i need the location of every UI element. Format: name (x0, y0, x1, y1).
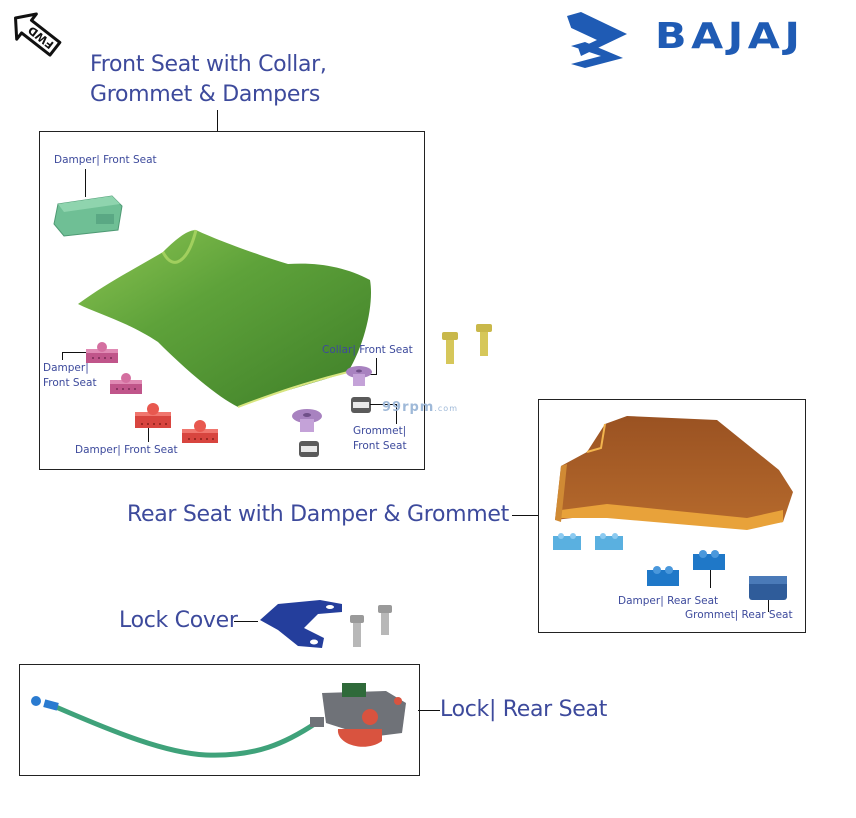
callout-collar-front-seat: Collar| Front Seat (322, 344, 413, 356)
collar-front-seat-part[interactable] (344, 364, 374, 388)
callout-line (710, 570, 711, 588)
bajaj-logo-icon (567, 12, 627, 68)
callout-line (85, 169, 86, 197)
lock-rear-seat-part[interactable] (26, 683, 416, 763)
damper-rear-seat-part[interactable] (691, 546, 727, 572)
callout-line (62, 352, 86, 353)
callout-text: Grommet| (353, 425, 407, 437)
rear-seat-part[interactable] (547, 410, 797, 534)
lock-cover-leader-line (234, 621, 258, 622)
callout-grommet-rear-seat: Grommet| Rear Seat (685, 609, 793, 621)
lock-cover-bolts-part[interactable] (348, 603, 396, 649)
damper-red-part[interactable] (180, 417, 220, 445)
callout-damper-rear-seat: Damper| Rear Seat (618, 595, 719, 607)
callout-damper-front-seat-bottom: Damper| Front Seat (75, 444, 178, 456)
watermark: 99rpm.com (382, 400, 458, 415)
callout-damper-front-seat-left: Damper| Front Seat (43, 361, 97, 391)
damper-rear-seat-part[interactable] (593, 530, 625, 552)
rear-seat-title: Rear Seat with Damper & Grommet (127, 502, 509, 527)
damper-rear-seat-part[interactable] (551, 530, 583, 552)
front-seat-title-line1: Front Seat with Collar, (90, 52, 327, 77)
front-seat-leader-line (217, 110, 218, 132)
callout-line (370, 404, 396, 405)
rear-seat-panel[interactable]: Damper| Rear Seat Grommet| Rear Seat (538, 399, 806, 633)
lock-leader-line (418, 710, 440, 711)
callout-damper-front-seat-top: Damper| Front Seat (54, 154, 157, 166)
callout-line (148, 428, 149, 442)
callout-line (62, 352, 63, 360)
front-seat-title-line2: Grommet & Dampers (90, 82, 320, 107)
lock-rear-seat-panel[interactable] (19, 664, 420, 776)
grommet-front-seat-part[interactable] (348, 394, 374, 416)
grommet-rear-seat-part[interactable] (747, 568, 789, 602)
forward-arrow-icon: FWD (14, 12, 62, 57)
brand-name: BAJAJ (655, 16, 805, 57)
damper-pink-part[interactable] (84, 339, 120, 365)
front-seat-title: Front Seat with Collar, Grommet & Damper… (90, 50, 327, 110)
front-seat-bolts-part[interactable] (440, 322, 500, 368)
damper-pink-part[interactable] (108, 370, 144, 396)
callout-text: Front Seat (353, 440, 407, 452)
fwd-direction-badge: FWD (6, 8, 66, 60)
grommet-front-seat-part[interactable] (296, 438, 322, 460)
callout-line (376, 358, 377, 374)
collar-front-seat-part[interactable] (290, 407, 324, 433)
damper-front-seat-part[interactable] (52, 190, 124, 240)
callout-text: Damper| (43, 362, 89, 374)
lock-cover-part[interactable] (258, 598, 348, 650)
lock-cover-title: Lock Cover (119, 608, 238, 633)
damper-rear-seat-part[interactable] (645, 562, 681, 588)
callout-grommet-front-seat: Grommet| Front Seat (353, 424, 407, 454)
front-seat-part[interactable] (78, 222, 378, 412)
rear-seat-leader-line (512, 515, 539, 516)
callout-text: Front Seat (43, 377, 97, 389)
callout-line (396, 404, 397, 424)
callout-line (768, 600, 769, 612)
front-seat-panel[interactable]: Damper| Front Seat Damper| Front Seat Da… (39, 131, 457, 470)
brand-logo: BAJAJ (567, 10, 852, 70)
damper-red-part[interactable] (133, 400, 173, 430)
lock-rear-seat-title: Lock| Rear Seat (440, 697, 608, 722)
